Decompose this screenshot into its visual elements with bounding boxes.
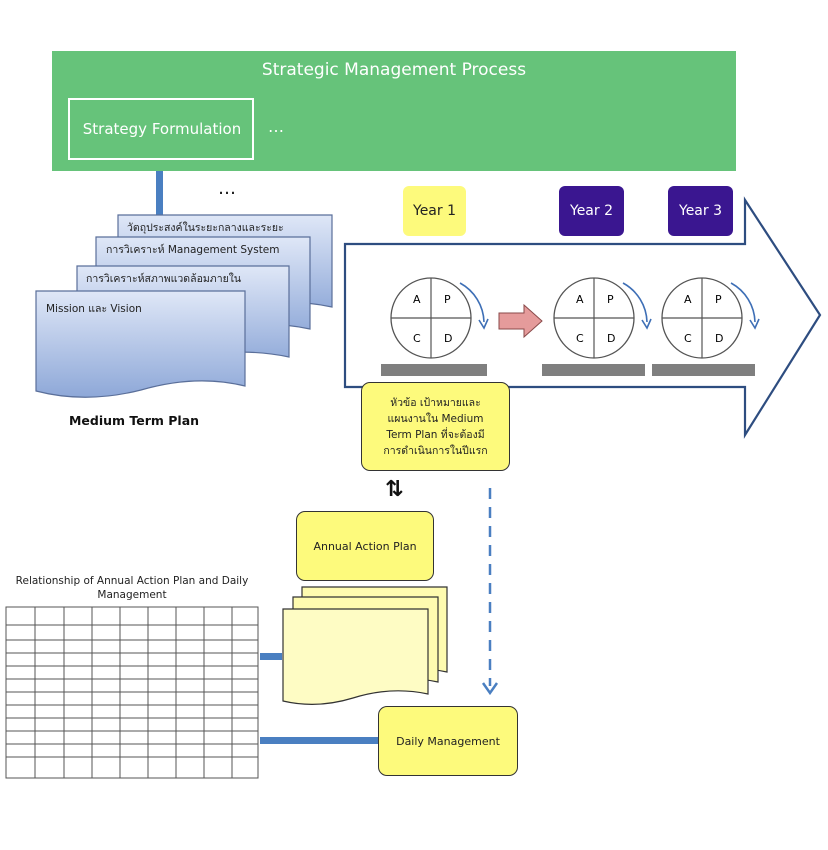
pdca-y1-c: C: [413, 332, 421, 345]
relationship-table-grid: [5, 606, 259, 779]
plan-page-4-text: วัตถุประสงค์ในระยะกลางและระยะ: [127, 222, 284, 234]
annual-action-plan-box: Annual Action Plan: [296, 511, 434, 581]
year-2-label: Year 2: [559, 186, 624, 236]
banner-title: Strategic Management Process: [261, 60, 527, 80]
exchange-arrows-icon: ⇅: [385, 477, 404, 502]
pdca-y1-a: A: [413, 293, 421, 306]
action-doc-1: [282, 608, 429, 705]
plan-continuation-ellipsis: …: [218, 178, 236, 199]
plan-page-1-text: Mission และ Vision: [46, 303, 142, 315]
first-year-line-1: หัวข้อ เป้าหมายและ: [390, 397, 481, 409]
first-year-line-3: Term Plan ที่จะต้องมี: [386, 429, 485, 441]
pdca-y2-d: D: [607, 332, 616, 345]
pdca-cycle-year2: [553, 277, 652, 359]
year3-base-bar: [652, 364, 755, 376]
table-to-action-connector: [260, 653, 282, 660]
strategic-management-banner: Strategic Management Process Strategy Fo…: [52, 51, 736, 171]
first-year-line-4: การดำเนินการในปีแรก: [383, 445, 488, 457]
pdca-y1-d: D: [444, 332, 453, 345]
year-1-label: Year 1: [403, 186, 466, 236]
medium-term-plan-caption: Medium Term Plan: [68, 413, 200, 428]
pdca-y3-d: D: [715, 332, 724, 345]
pdca-y3-c: C: [684, 332, 692, 345]
formulation-more-ellipsis: …: [268, 117, 285, 136]
year1-base-bar: [381, 364, 487, 376]
first-year-topics-box: หัวข้อ เป้าหมายและ แผนงานใน Medium Term …: [361, 382, 510, 471]
strategy-formulation-box: Strategy Formulation: [68, 98, 254, 160]
year-3-label: Year 3: [668, 186, 733, 236]
plan-page-2-text: การวิเคราะห์สภาพแวดล้อมภายใน: [86, 273, 242, 285]
first-year-line-2: แผนงานใน Medium: [387, 413, 484, 425]
pdca-y2-p: P: [607, 293, 614, 306]
daily-management-box: Daily Management: [378, 706, 518, 776]
relationship-title: Relationship of Annual Action Plan and D…: [8, 574, 256, 602]
relationship-title-line-2: Management: [97, 589, 167, 601]
strategy-formulation-label: Strategy Formulation: [82, 120, 242, 138]
plan-page-3-text: การวิเคราะห์ Management System: [106, 244, 280, 256]
pdca-y1-p: P: [444, 293, 451, 306]
pdca-y2-a: A: [576, 293, 584, 306]
dashed-connector-head: [481, 682, 499, 696]
plan-page-1-shape: [35, 290, 246, 398]
year-transition-arrow: [498, 303, 543, 339]
table-to-daily-connector: [260, 737, 381, 744]
relationship-title-line-1: Relationship of Annual Action Plan and D…: [15, 575, 249, 587]
banner-to-plan-connector: [156, 171, 163, 215]
pdca-y2-c: C: [576, 332, 584, 345]
pdca-y3-p: P: [715, 293, 722, 306]
pdca-cycle-year1: [390, 277, 489, 359]
year2-base-bar: [542, 364, 645, 376]
pdca-y3-a: A: [684, 293, 692, 306]
pdca-cycle-year3: [661, 277, 760, 359]
